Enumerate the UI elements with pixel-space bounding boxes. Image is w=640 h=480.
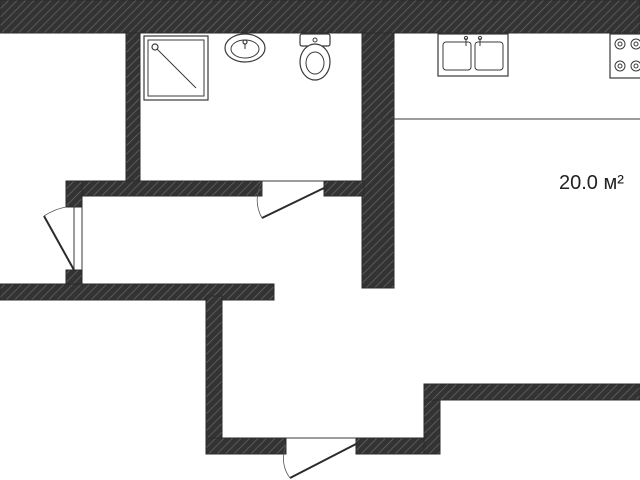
- door-entrance: [283, 437, 357, 479]
- stove-icon: [609, 33, 640, 79]
- door-bathroom: [256, 180, 325, 219]
- wall-bottom-left: [205, 437, 287, 455]
- toilet-icon: [299, 33, 331, 81]
- kitchen-sink-icon: [437, 33, 509, 77]
- walls: [0, 0, 640, 455]
- room-area-label: 20.0 м²: [559, 172, 624, 194]
- wall-bathroom-bottom-right: [323, 180, 365, 197]
- wall-bathroom-left: [125, 32, 141, 184]
- wall-top: [0, 0, 640, 34]
- shower-icon: [143, 35, 209, 101]
- sink-icon: [224, 33, 266, 63]
- wall-bathroom-bottom-left: [65, 180, 263, 197]
- wall-hall-left-top: [65, 180, 83, 208]
- wall-bathroom-right: [361, 32, 395, 289]
- wall-corridor: [0, 283, 275, 301]
- wall-right-lower: [423, 383, 640, 401]
- door-hall-left: [43, 206, 83, 271]
- wall-hall-vertical: [205, 295, 223, 455]
